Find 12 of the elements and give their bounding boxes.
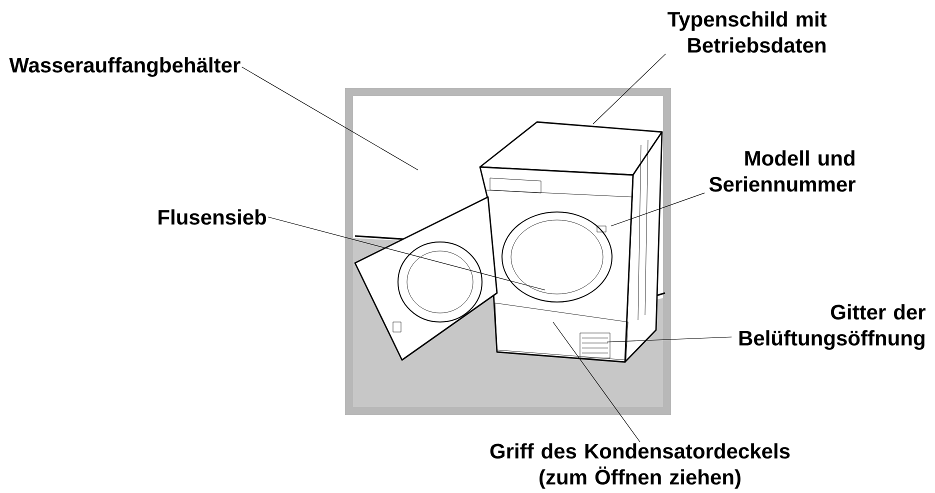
callout-label: Gitter der Belüftungsöffnung — [739, 304, 926, 350]
leader-line — [268, 216, 546, 290]
callout-label: Griff des Kondensatordeckels (zum Öffnen ziehen) — [490, 443, 790, 489]
callout-label: Flusensieb — [158, 209, 266, 225]
leader-line — [610, 192, 705, 226]
callout-label: Typenschild mit Betriebsdaten — [668, 11, 827, 53]
callout-label: Wasserauffangbehälter — [9, 57, 240, 77]
leader-line — [552, 322, 640, 442]
leader-line — [592, 54, 666, 124]
leader-line — [242, 66, 418, 170]
callout-label: Modell und Seriennummer — [709, 150, 856, 192]
leader-line — [606, 336, 732, 342]
